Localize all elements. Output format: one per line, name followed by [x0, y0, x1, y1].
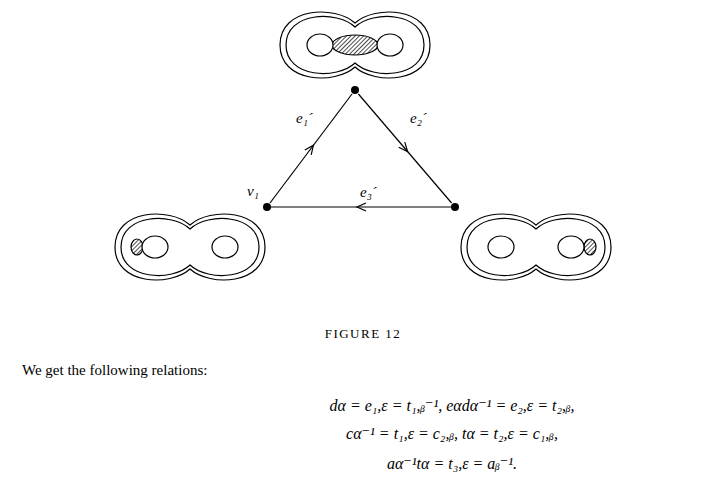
genus-two-surface [115, 214, 265, 280]
equation-line: aα⁻¹tα = t₃,ε = aᵦ⁻¹. [387, 454, 517, 473]
equation-line: dα = e₁,ε = t₁,ᵦ⁻¹, eαdα⁻¹ = e₂,ε = t₂,ᵦ… [329, 396, 574, 415]
graph-vertex: v₁ [263, 203, 271, 211]
surface-outline [467, 218, 605, 275]
shaded-disk [131, 239, 143, 255]
body-text: We get the following relations: [22, 362, 207, 379]
surface-hole [377, 34, 403, 56]
graph-vertex [351, 86, 359, 94]
surface-hole [212, 236, 238, 258]
surface-outline [121, 218, 259, 275]
surface-outline [115, 214, 265, 280]
shaded-disk [584, 239, 596, 255]
surface-hole [488, 236, 514, 258]
vertex-dot [263, 203, 271, 211]
surface-outline [461, 214, 611, 280]
surface-hole [142, 236, 168, 258]
surface-outline [280, 12, 430, 78]
genus-two-surface [280, 12, 430, 78]
vertex-dot [451, 203, 459, 211]
edge-label: e₂´ [410, 110, 427, 127]
vertex-dot [351, 86, 359, 94]
genus-two-surface [461, 214, 611, 280]
surface-outline [286, 16, 424, 73]
figure-caption: FIGURE 12 [325, 326, 402, 342]
vertex-label: v₁ [247, 183, 259, 200]
equation-line: cα⁻¹ = t₁,ε = c₂,ᵦ, tα = t₂,ε = c₁,ᵦ, [346, 424, 558, 443]
graph-edge [358, 94, 451, 203]
surface-hole [307, 34, 333, 56]
edge-label: e₁´ [296, 110, 313, 127]
graph-edge [270, 94, 352, 203]
graph-edge [271, 206, 451, 207]
edge-label: e₃´ [360, 184, 377, 201]
surface-hole [558, 236, 584, 258]
graph-vertex [451, 203, 459, 211]
shaded-disk [332, 35, 378, 55]
